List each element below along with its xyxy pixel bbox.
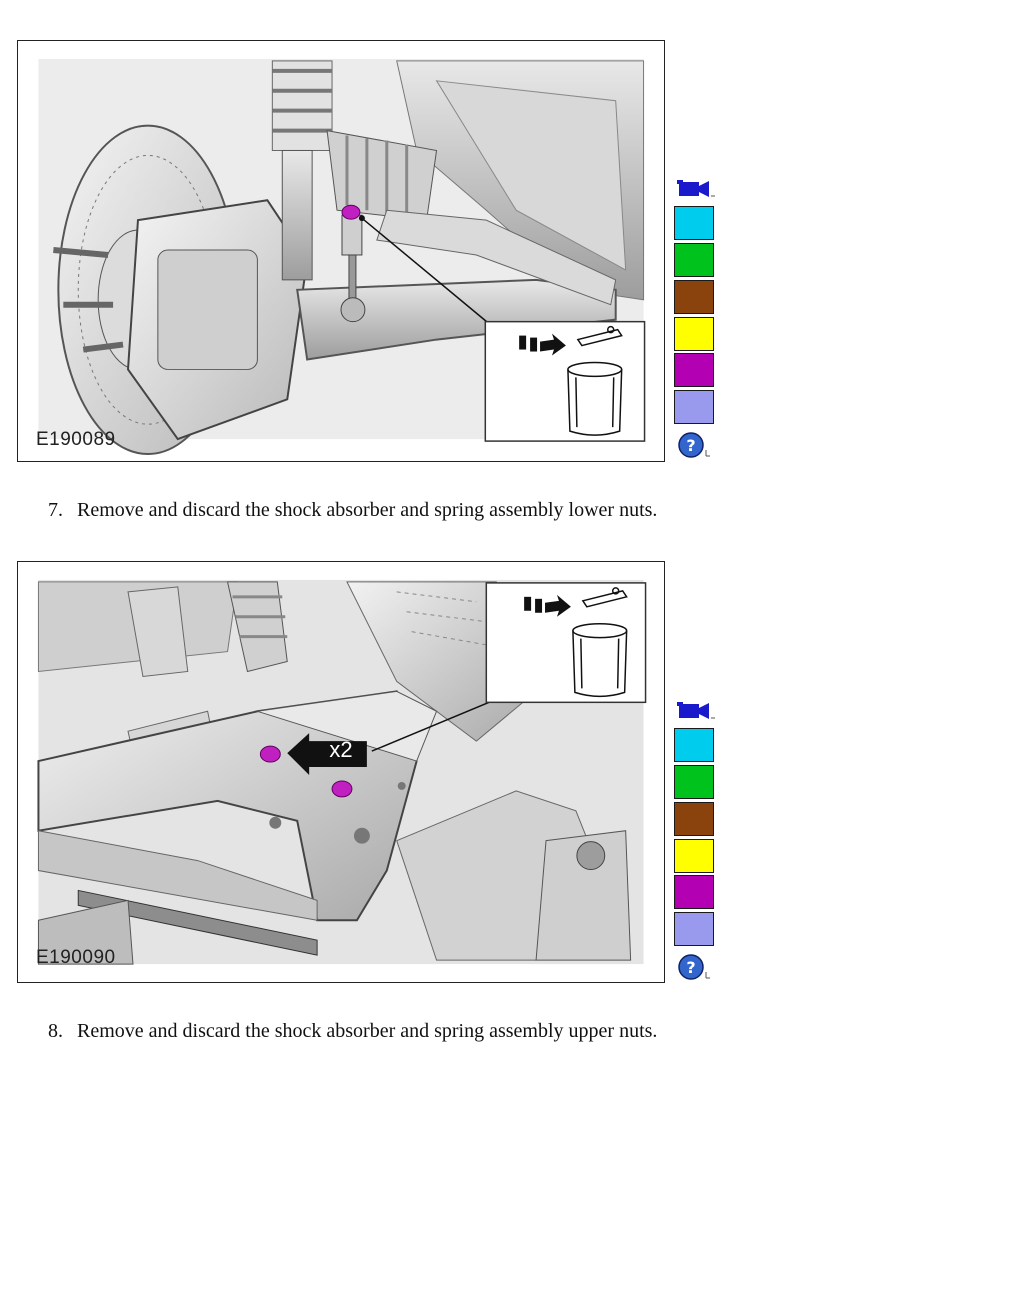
figure-e190089: E190089	[17, 40, 665, 462]
trash-can-icon	[572, 587, 628, 698]
swatch-cyan[interactable]	[674, 206, 714, 240]
swatch-green[interactable]	[674, 243, 714, 277]
help-icon[interactable]: ?	[678, 952, 712, 982]
figure-e190090: x2 E190090	[17, 561, 665, 983]
upper-nut-highlight	[331, 780, 353, 798]
swatch-brown[interactable]	[674, 280, 714, 314]
step-number: 8.	[48, 1020, 63, 1042]
swatch-magenta[interactable]	[674, 353, 714, 387]
upper-nut-highlight	[259, 745, 281, 763]
discard-arrow-icon	[524, 594, 571, 617]
step-8: 8. Remove and discard the shock absorber …	[48, 1020, 657, 1043]
swatch-brown[interactable]	[674, 802, 714, 836]
suspension-lower-illustration	[38, 58, 646, 456]
swatch-green[interactable]	[674, 765, 714, 799]
swatch-magenta[interactable]	[674, 875, 714, 909]
help-icon[interactable]: ?	[678, 430, 712, 460]
swatch-yellow[interactable]	[674, 839, 714, 873]
swatch-lavender[interactable]	[674, 390, 714, 424]
swatch-cyan[interactable]	[674, 728, 714, 762]
figure-id-label: E190090	[36, 947, 116, 968]
step-text: Remove and discard the shock absorber an…	[77, 1020, 658, 1042]
svg-text:?: ?	[686, 958, 695, 977]
svg-text:?: ?	[686, 436, 695, 455]
trash-can-icon	[567, 325, 623, 436]
swatch-lavender[interactable]	[674, 912, 714, 946]
suspension-upper-illustration	[37, 579, 647, 965]
step-7: 7. Remove and discard the shock absorber …	[48, 499, 657, 522]
swatch-yellow[interactable]	[674, 317, 714, 351]
discard-inset	[484, 320, 646, 442]
figure-id-label: E190089	[36, 429, 116, 450]
step-number: 7.	[48, 499, 63, 521]
video-camera-icon[interactable]	[677, 178, 717, 200]
video-camera-icon[interactable]	[677, 700, 717, 722]
lower-nut-highlight	[341, 204, 361, 220]
discard-inset	[485, 582, 647, 704]
discard-arrow-icon	[519, 333, 566, 356]
callout-label: x2	[329, 737, 353, 762]
callout-arrow	[287, 733, 367, 775]
step-text: Remove and discard the shock absorber an…	[77, 499, 658, 521]
